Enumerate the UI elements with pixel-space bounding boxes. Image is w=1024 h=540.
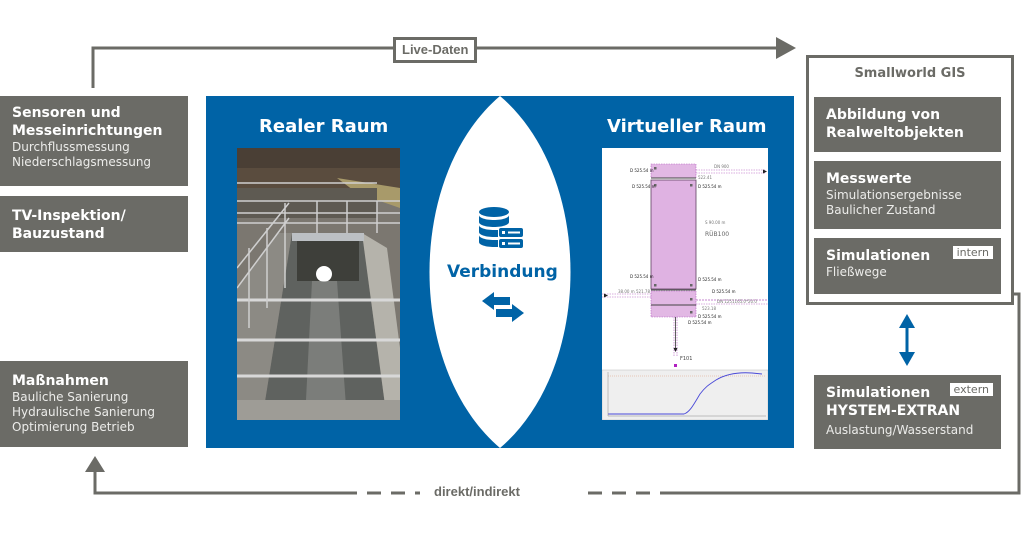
feedback-line — [93, 470, 343, 495]
plan-pipe-label: 521.78 — [636, 289, 650, 294]
internal-simulation-box: Simulationen Fließwege intern — [814, 238, 1001, 294]
sim-external-item: Auslastung/Wasserstand — [826, 423, 974, 437]
arrow-up-icon — [85, 456, 105, 472]
sensors-box: Sensoren und Messeinrichtungen Durchflus… — [0, 96, 188, 186]
objects-title-1: Abbildung von — [826, 107, 941, 123]
hydrograph-curve — [608, 372, 763, 415]
sim-external-title: Simulationen — [826, 385, 931, 401]
objects-title-2: Realweltobjekten — [826, 125, 964, 141]
plan-object-label: RÜB100 — [705, 231, 729, 238]
tv-title-2: Bauzustand — [12, 226, 105, 242]
plan-elevation-label: D 525.54 m — [632, 184, 656, 189]
sensors-title-2: Messeinrichtungen — [12, 123, 163, 139]
plan-elevation-label: D 525.54 m — [698, 184, 722, 189]
lens-shape — [429, 96, 571, 448]
internal-tag: intern — [952, 246, 993, 259]
plan-elevation-label: D 525.54 m — [698, 314, 722, 319]
measures-title: Maßnahmen — [12, 373, 109, 389]
sensors-item: Durchflussmessung — [12, 140, 130, 154]
tv-inspection-box: TV-Inspektion/ Bauzustand — [0, 196, 188, 252]
virtual-space-plan: D 525.54 m D 525.54 m D 525.54 m D 525.5… — [602, 148, 768, 420]
plan-elevation-label: D 525.54 m — [698, 277, 722, 282]
plan-elevation-label: D 525.54 m — [630, 168, 654, 173]
plan-pipe-label: DN 1251165.0*20.0 — [717, 299, 757, 304]
values-item: Baulicher Zustand — [826, 203, 936, 217]
values-title: Messwerte — [826, 171, 912, 187]
plan-elevation-label: D 525.54 m — [712, 289, 736, 294]
direct-indirect-label: direkt/indirekt — [430, 484, 524, 499]
live-data-flow-line — [91, 46, 780, 88]
plan-hydrograph — [602, 369, 768, 420]
gis-title: Smallworld GIS — [854, 66, 966, 81]
real-space-photo — [237, 148, 400, 420]
live-data-label: Live-Daten — [393, 37, 478, 63]
plan-pipe-label: 522.41 — [698, 175, 712, 180]
values-item: Simulationsergebnisse — [826, 188, 962, 202]
plan-pipe-label: S 90.00 m — [705, 220, 726, 225]
plan-outlet-label: F101 — [680, 356, 692, 362]
sim-internal-title: Simulationen — [826, 248, 931, 264]
plan-pipe-label: DN 900 — [714, 164, 729, 169]
measures-item: Bauliche Sanierung — [12, 390, 129, 404]
measures-box: Maßnahmen Bauliche Sanierung Hydraulisch… — [0, 361, 188, 447]
measurements-box: Messwerte Simulationsergebnisse Bauliche… — [814, 161, 1001, 229]
external-tag: extern — [949, 383, 993, 396]
virtual-space-title: Virtueller Raum — [607, 116, 767, 137]
sim-external-subtitle: HYSTEM-EXTRAN — [826, 403, 961, 419]
plan-pipe-label: 38.00 m — [618, 289, 635, 294]
tv-title-1: TV-Inspektion/ — [12, 208, 126, 224]
measures-item: Optimierung Betrieb — [12, 420, 135, 434]
external-simulation-box: Simulationen HYSTEM-EXTRAN Auslastung/Wa… — [814, 375, 1001, 449]
plan-elevation-label: D 525.54 m — [688, 320, 712, 325]
arrow-right-icon — [776, 37, 796, 59]
measures-item: Hydraulische Sanierung — [12, 405, 156, 419]
connection-label: Verbindung — [447, 262, 558, 282]
plan-elevation-label: D 525.54 m — [630, 274, 654, 279]
realworld-objects-box: Abbildung von Realweltobjekten — [814, 97, 1001, 152]
database-server-icon — [479, 207, 523, 248]
sync-arrow-up-icon — [899, 314, 915, 328]
plan-pipe-label: 523.18 — [702, 306, 716, 311]
sim-internal-item: Fließwege — [826, 265, 887, 279]
sensors-title-1: Sensoren und — [12, 105, 121, 121]
sync-arrow-down-icon — [899, 352, 915, 366]
sensors-item: Niederschlagsmessung — [12, 155, 152, 169]
real-space-title: Realer Raum — [259, 116, 389, 137]
swap-arrows-icon — [482, 292, 524, 322]
